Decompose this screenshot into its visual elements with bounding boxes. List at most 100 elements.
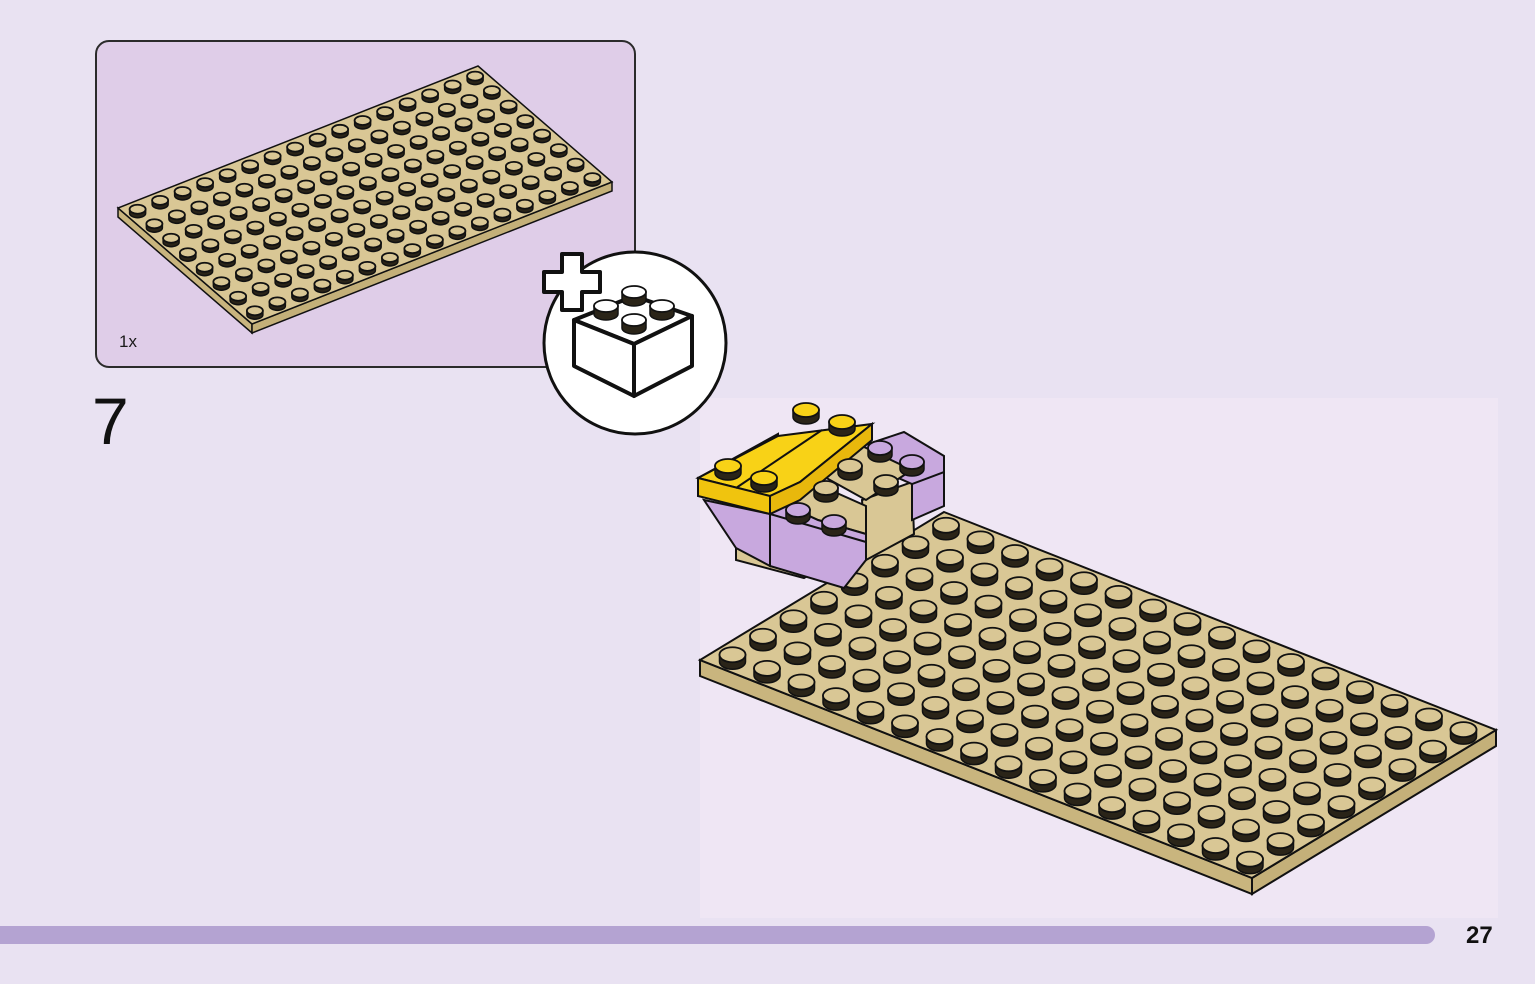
yellow-stud [828,414,856,437]
callout-stud [409,135,428,150]
callout-stud [151,194,170,210]
callout-stud [376,106,395,121]
plate-stud [1246,671,1275,696]
callout-stud [308,217,327,233]
callout-stud [291,202,310,218]
plate-stud [966,530,995,555]
callout-stud [162,232,181,248]
plate-stud [822,687,850,711]
plate-stud [718,646,747,671]
plate-stud [1281,685,1309,709]
plate-stud [1082,667,1110,692]
yellow-stud [792,402,820,425]
plate-stud [1128,777,1157,802]
plate-stud [1035,557,1064,582]
step-number: 7 [92,384,129,458]
callout-stud [240,244,259,259]
plate-stud [1311,666,1340,691]
plate-stud [1074,603,1102,628]
callout-stud [510,137,529,153]
callout-stud [466,70,485,86]
plate-stud [1051,686,1080,710]
plate-stud [978,626,1007,651]
plate-stud [883,650,911,674]
callout-stud [465,155,484,170]
plate-stud [936,548,964,573]
plate-stud [1208,625,1236,650]
callout-stud [493,207,512,223]
plate-stud [932,516,960,541]
callout-stud [353,199,372,215]
plate-stud [1047,654,1076,678]
callout-stud [488,146,507,162]
callout-stud [425,234,444,249]
plate-stud [1112,649,1141,673]
callout-stud [229,290,248,306]
callout-stud [190,200,209,216]
plate-stud [1254,735,1283,760]
plate-stud [1139,598,1167,623]
plate-stud [1201,837,1230,861]
tan-stud [837,458,863,481]
callout-stud [319,255,338,270]
plate-stud [1094,764,1122,788]
plate-stud [1354,744,1382,769]
callout-stud [330,208,349,224]
callout-stud [364,237,383,253]
plate-stud [1220,722,1248,746]
callout-stud [319,170,338,186]
plate-stud [1078,635,1106,660]
callout-stud [335,269,354,285]
plate-stud [1039,589,1068,614]
lavender-stud [785,502,811,525]
callout-stud [364,152,383,168]
callout-stud [347,138,366,154]
tan-stud [813,480,839,503]
plate-stud [1419,739,1447,764]
tan-stud [873,474,899,497]
plate-stud [1098,796,1126,820]
plate-stud [1216,690,1244,714]
callout-stud [386,228,405,244]
plate-stud [783,641,812,666]
callout-stud [297,179,316,195]
callout-stud [583,172,602,187]
callout-stud [515,198,534,214]
callout-stud [263,235,282,250]
plate-stud [1017,672,1045,697]
callout-stud [245,305,264,320]
yellow-stud [750,470,778,493]
callout-stud [212,191,231,207]
plate-stud [1029,768,1057,793]
plate-stud [970,562,999,587]
plate-stud [1319,730,1348,755]
callout-stud [448,225,467,241]
callout-stud [313,194,332,209]
plate-stud [1285,717,1313,742]
plate-stud [1327,795,1356,819]
plate-stud [1358,776,1386,801]
callout-stud [504,160,523,176]
callout-stud [173,186,192,201]
plate-stud [1262,800,1291,824]
callout-stud [370,129,389,145]
plate-stud [921,695,950,720]
callout-stud [302,156,321,171]
callout-stud [296,264,315,279]
plate-stud [787,673,816,698]
plate-stud [1151,694,1179,719]
plate-stud [1086,699,1114,724]
plate-stud [1173,612,1202,636]
plate-stud [1228,786,1256,811]
callout-stud [392,120,411,136]
callout-stud [499,99,518,115]
callout-stud [470,216,489,232]
plate-stud [1108,617,1137,641]
callout-stud [459,178,478,194]
plate-stud [871,553,899,578]
callout-stud [257,258,276,274]
plate-stud [1189,740,1218,765]
plate-stud [982,658,1011,683]
callout-stud [420,173,439,188]
callout-stud [437,102,456,118]
